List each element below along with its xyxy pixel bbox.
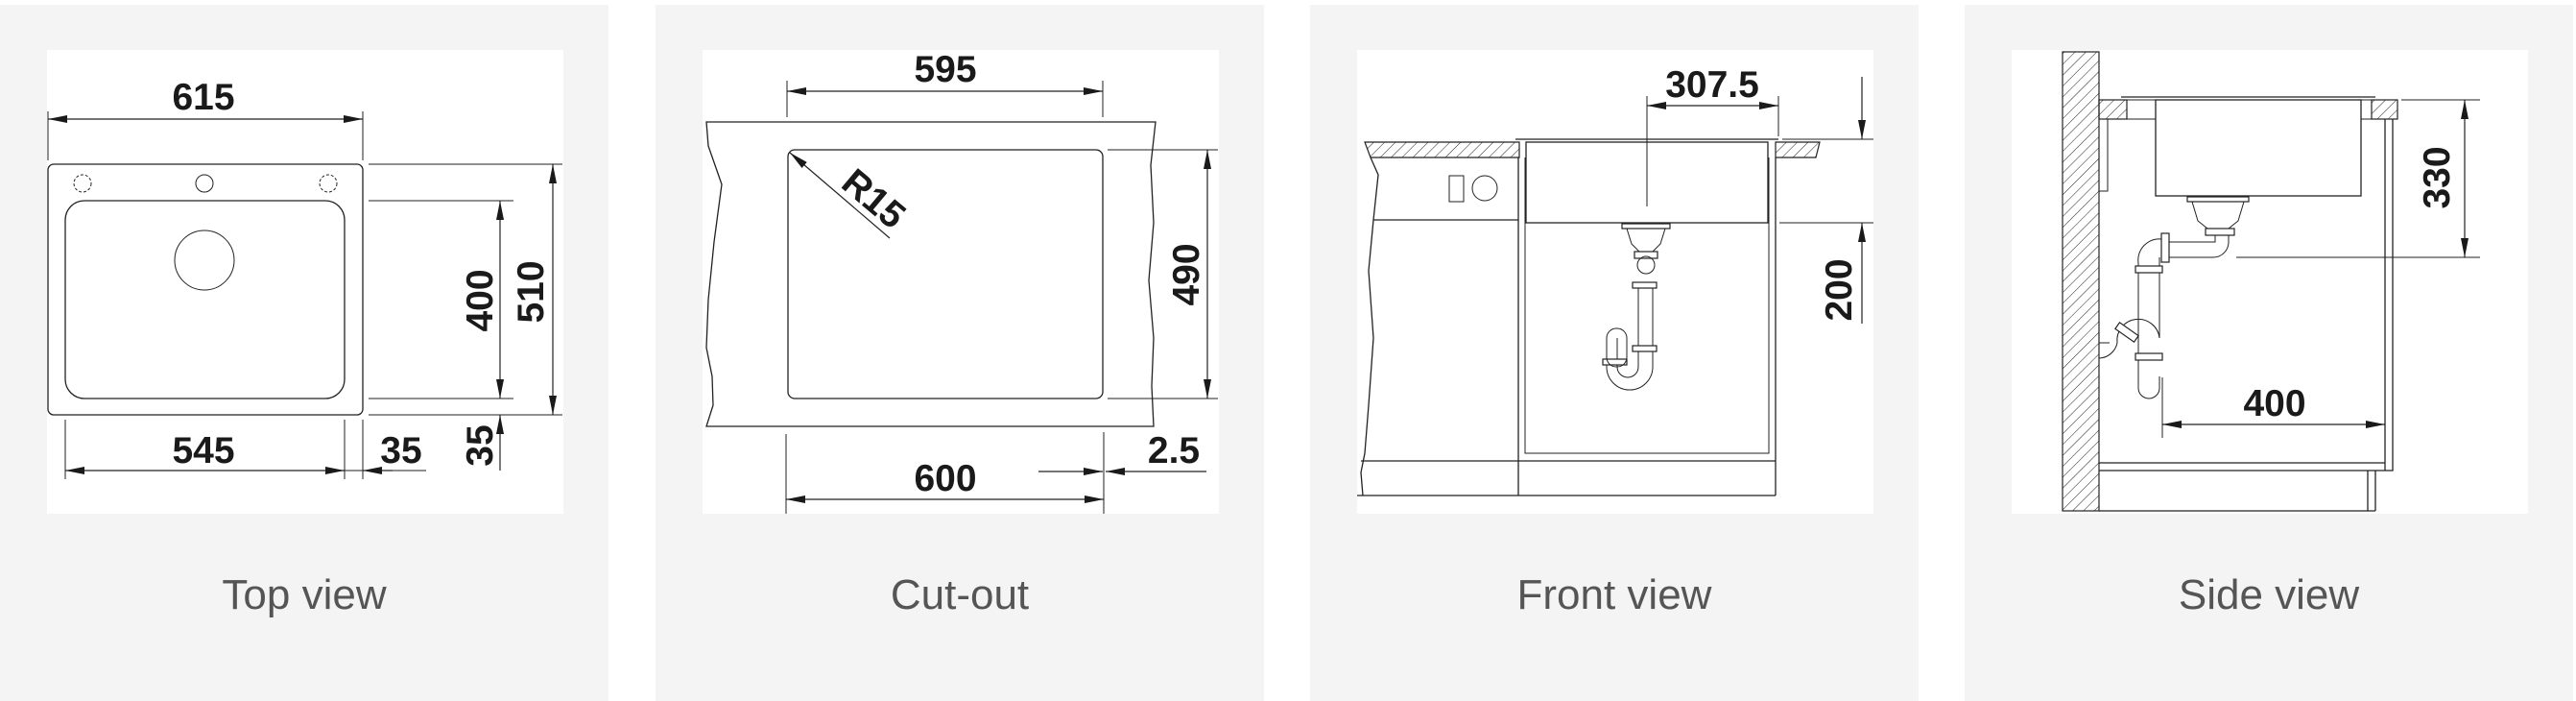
dimension-lines — [1646, 77, 1873, 324]
wall-distance-label: 400 — [2243, 383, 2305, 424]
panel-caption: Front view — [1516, 571, 1712, 618]
overall-depth-label: 510 — [511, 260, 552, 323]
cabinet — [2099, 118, 2394, 512]
countertop-outline — [705, 121, 1157, 427]
rear-margin-label: 35 — [460, 424, 501, 466]
offset-label: 2.5 — [1148, 430, 1200, 471]
drain-trap — [1602, 223, 1671, 391]
panel-caption: Cut-out — [890, 571, 1030, 618]
countertop — [2098, 99, 2398, 120]
side-view-drawing: 330 400 — [2012, 50, 2528, 514]
height-label: 330 — [2417, 146, 2458, 208]
tap-hole-optional — [73, 174, 92, 193]
top-view-panel: 615 545 35 510 400 35 Top view — [0, 5, 608, 701]
dimension-lines — [2161, 99, 2480, 438]
tap-hole-optional — [319, 174, 338, 193]
countertop — [1364, 141, 1821, 158]
drain-hole — [174, 230, 235, 291]
dimension-lines — [47, 111, 562, 479]
sink-bowl — [2121, 96, 2375, 197]
front-view-panel: 307.5 200 Front view — [1310, 5, 1919, 701]
dimension-lines — [785, 81, 1218, 514]
bowl-depth-label: 200 — [1819, 258, 1860, 321]
top-width-label: 595 — [914, 50, 976, 90]
top-view-drawing: 615 545 35 510 400 35 — [47, 50, 563, 514]
front-view-drawing: 307.5 200 — [1357, 50, 1873, 514]
bottom-width-label: 600 — [914, 458, 976, 499]
overall-width-label: 615 — [172, 77, 234, 118]
left-cabinet — [1357, 157, 1776, 496]
panel-caption: Top view — [222, 571, 387, 618]
tap-hole — [195, 174, 214, 193]
side-margin-label: 35 — [380, 430, 421, 471]
cut-out-panel: 595 600 2.5 490 R15 Cut-out — [656, 5, 1264, 701]
bowl-depth-label: 400 — [460, 269, 501, 331]
radius-label: R15 — [834, 161, 913, 237]
side-view-panel: 330 400 Side view — [1965, 5, 2573, 701]
drain-offset-label: 307.5 — [1665, 64, 1759, 106]
sink-outline — [47, 163, 364, 416]
wall — [2062, 51, 2100, 512]
cut-out-outline — [787, 149, 1104, 399]
cut-out-drawing: 595 600 2.5 490 R15 — [703, 50, 1219, 514]
panel-caption: Side view — [2178, 571, 2360, 618]
drain-trap — [2098, 196, 2250, 399]
bowl-width-label: 545 — [172, 430, 234, 471]
sink-cabinet — [1517, 157, 1777, 496]
depth-label: 490 — [1166, 243, 1207, 305]
